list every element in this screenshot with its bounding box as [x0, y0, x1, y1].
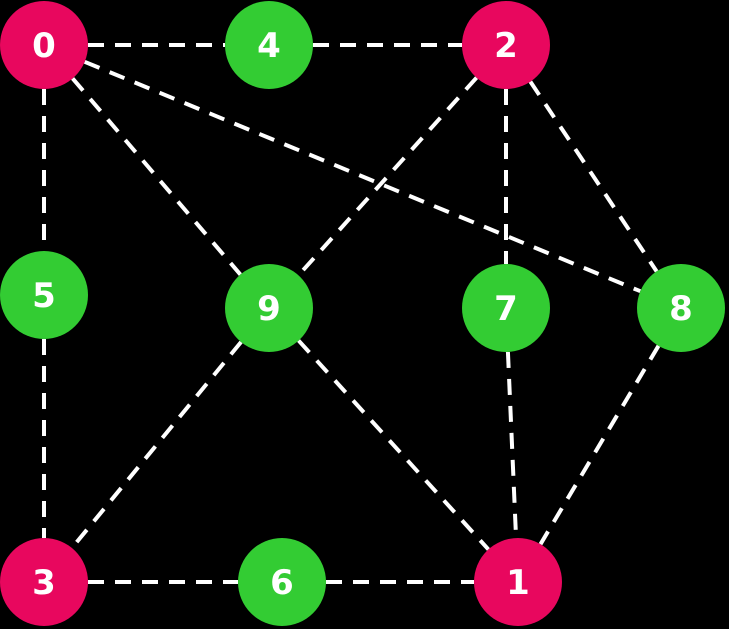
node-circle-4	[225, 1, 313, 89]
edge-0-9	[71, 77, 242, 276]
node-label-2: 2	[494, 26, 518, 66]
node-6: 6	[238, 538, 326, 626]
node-circle-2	[462, 1, 550, 89]
node-7: 7	[462, 264, 550, 352]
edge-9-1	[297, 339, 490, 551]
node-circle-5	[0, 251, 88, 339]
node-label-9: 9	[257, 289, 281, 329]
node-circle-3	[0, 538, 88, 626]
node-circle-1	[474, 538, 562, 626]
node-circle-0	[0, 1, 88, 89]
edge-7-1	[505, 351, 519, 539]
edge-2-8	[528, 80, 659, 273]
node-circle-6	[238, 538, 326, 626]
node-label-3: 3	[32, 563, 56, 603]
node-label-1: 1	[506, 563, 530, 603]
node-label-8: 8	[669, 289, 693, 329]
node-8: 8	[637, 264, 725, 352]
node-1: 1	[474, 538, 562, 626]
node-label-0: 0	[32, 26, 56, 66]
node-5: 5	[0, 251, 88, 339]
node-circle-8	[637, 264, 725, 352]
node-label-4: 4	[257, 26, 281, 66]
edge-9-3	[70, 340, 243, 550]
node-circle-9	[225, 264, 313, 352]
edge-8-1	[538, 344, 661, 546]
edge-0-8	[83, 59, 642, 294]
node-circle-7	[462, 264, 550, 352]
node-9: 9	[225, 264, 313, 352]
node-label-5: 5	[32, 276, 56, 316]
node-4: 4	[225, 1, 313, 89]
edge-2-9	[296, 76, 479, 277]
node-3: 3	[0, 538, 88, 626]
edges-layer	[42, 43, 661, 584]
node-0: 0	[0, 1, 88, 89]
node-label-6: 6	[270, 563, 294, 603]
node-label-7: 7	[494, 289, 518, 329]
node-2: 2	[462, 1, 550, 89]
